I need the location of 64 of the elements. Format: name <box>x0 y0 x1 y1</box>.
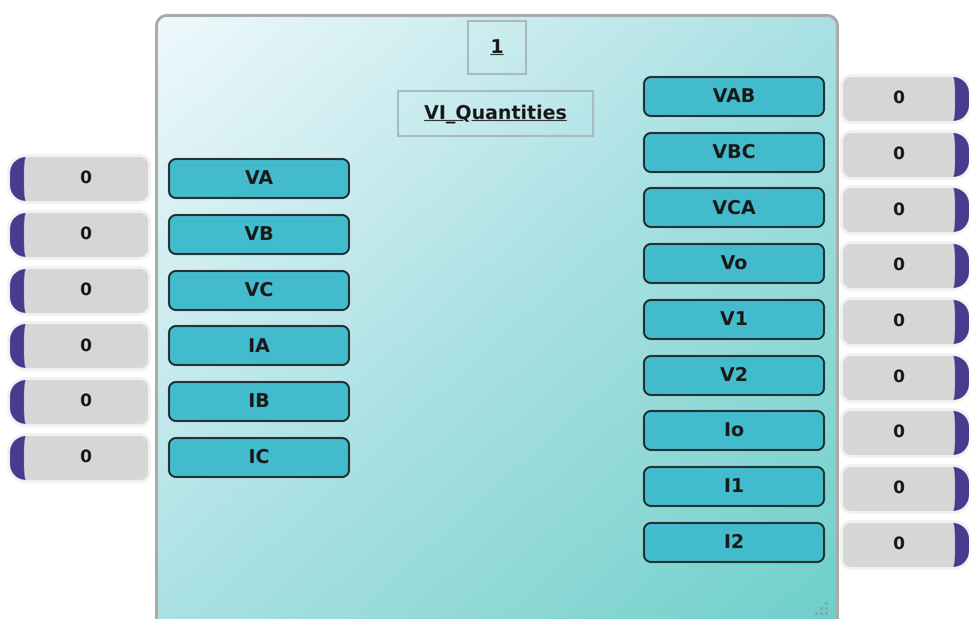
port-label: VB <box>244 222 274 248</box>
value-text: 0 <box>893 142 905 166</box>
port-label: VC <box>244 278 274 303</box>
value-text: 0 <box>80 334 92 358</box>
port-box <box>168 214 350 255</box>
value-text: 0 <box>80 446 92 470</box>
value-display <box>843 77 969 121</box>
block-panel <box>155 14 839 619</box>
value-text: 0 <box>80 390 92 414</box>
title-box <box>397 90 594 137</box>
value-text: 0 <box>893 254 905 278</box>
value-text: 0 <box>893 532 905 556</box>
port-box <box>643 410 825 452</box>
port-label: VA <box>244 166 274 192</box>
value-display <box>10 268 148 313</box>
value-display <box>843 244 969 288</box>
port-label: V2 <box>720 362 748 388</box>
value-display <box>10 380 148 424</box>
value-text: 0 <box>893 477 905 500</box>
value-display <box>843 466 969 511</box>
value-display <box>10 212 148 257</box>
port-label: I1 <box>724 474 744 500</box>
port-box <box>168 381 350 422</box>
value-text: 0 <box>893 366 905 389</box>
port-box <box>643 466 825 507</box>
value-display <box>843 300 969 344</box>
value-text: 0 <box>80 278 92 302</box>
value-text: 0 <box>893 421 905 444</box>
port-box <box>168 270 350 311</box>
value-display <box>10 324 148 368</box>
value-text: 0 <box>893 87 905 110</box>
port-label: VCA <box>712 196 756 221</box>
port-label: IA <box>248 334 270 359</box>
value-display <box>843 132 969 177</box>
value-text: 0 <box>80 223 92 246</box>
port-label: VAB <box>712 84 756 110</box>
value-text: 0 <box>893 198 905 222</box>
port-label: V1 <box>720 307 748 332</box>
port-label: Vo <box>720 251 748 276</box>
port-label: IB <box>248 389 270 414</box>
value-text: 0 <box>893 310 905 334</box>
port-box <box>643 243 825 284</box>
value-display <box>843 188 969 232</box>
block-title: VI_Quantities <box>424 101 567 126</box>
block-title: 1 <box>490 35 504 60</box>
port-label: Io <box>724 418 744 444</box>
port-box <box>643 187 825 228</box>
port-box <box>168 325 350 366</box>
port-box <box>643 76 825 117</box>
port-label: VBC <box>712 140 756 165</box>
port-box <box>643 298 825 340</box>
value-display <box>10 436 148 480</box>
title-box <box>467 20 527 75</box>
value-text: 0 <box>80 167 92 190</box>
port-box <box>643 522 825 563</box>
port-label: I2 <box>724 530 744 555</box>
port-box <box>643 132 825 173</box>
value-display <box>843 411 969 456</box>
value-display <box>843 522 969 567</box>
value-display <box>10 157 148 201</box>
port-box <box>168 158 350 199</box>
port-box <box>643 354 825 396</box>
port-box <box>168 437 350 478</box>
port-label: IC <box>248 445 270 470</box>
